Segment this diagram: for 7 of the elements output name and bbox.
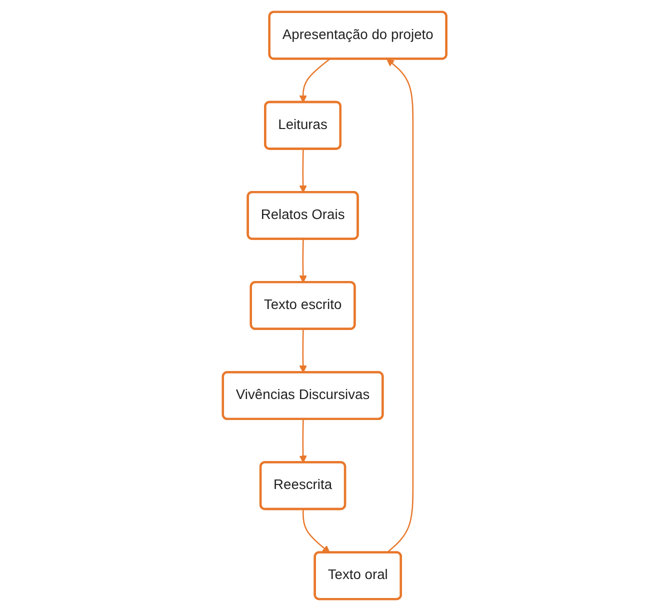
arrow bbox=[299, 329, 307, 373]
arrow bbox=[299, 239, 307, 283]
arrow bbox=[299, 419, 307, 464]
arrow bbox=[386, 58, 414, 554]
arrow bbox=[299, 149, 307, 193]
arrow bbox=[302, 509, 330, 554]
arrow bbox=[299, 58, 330, 103]
